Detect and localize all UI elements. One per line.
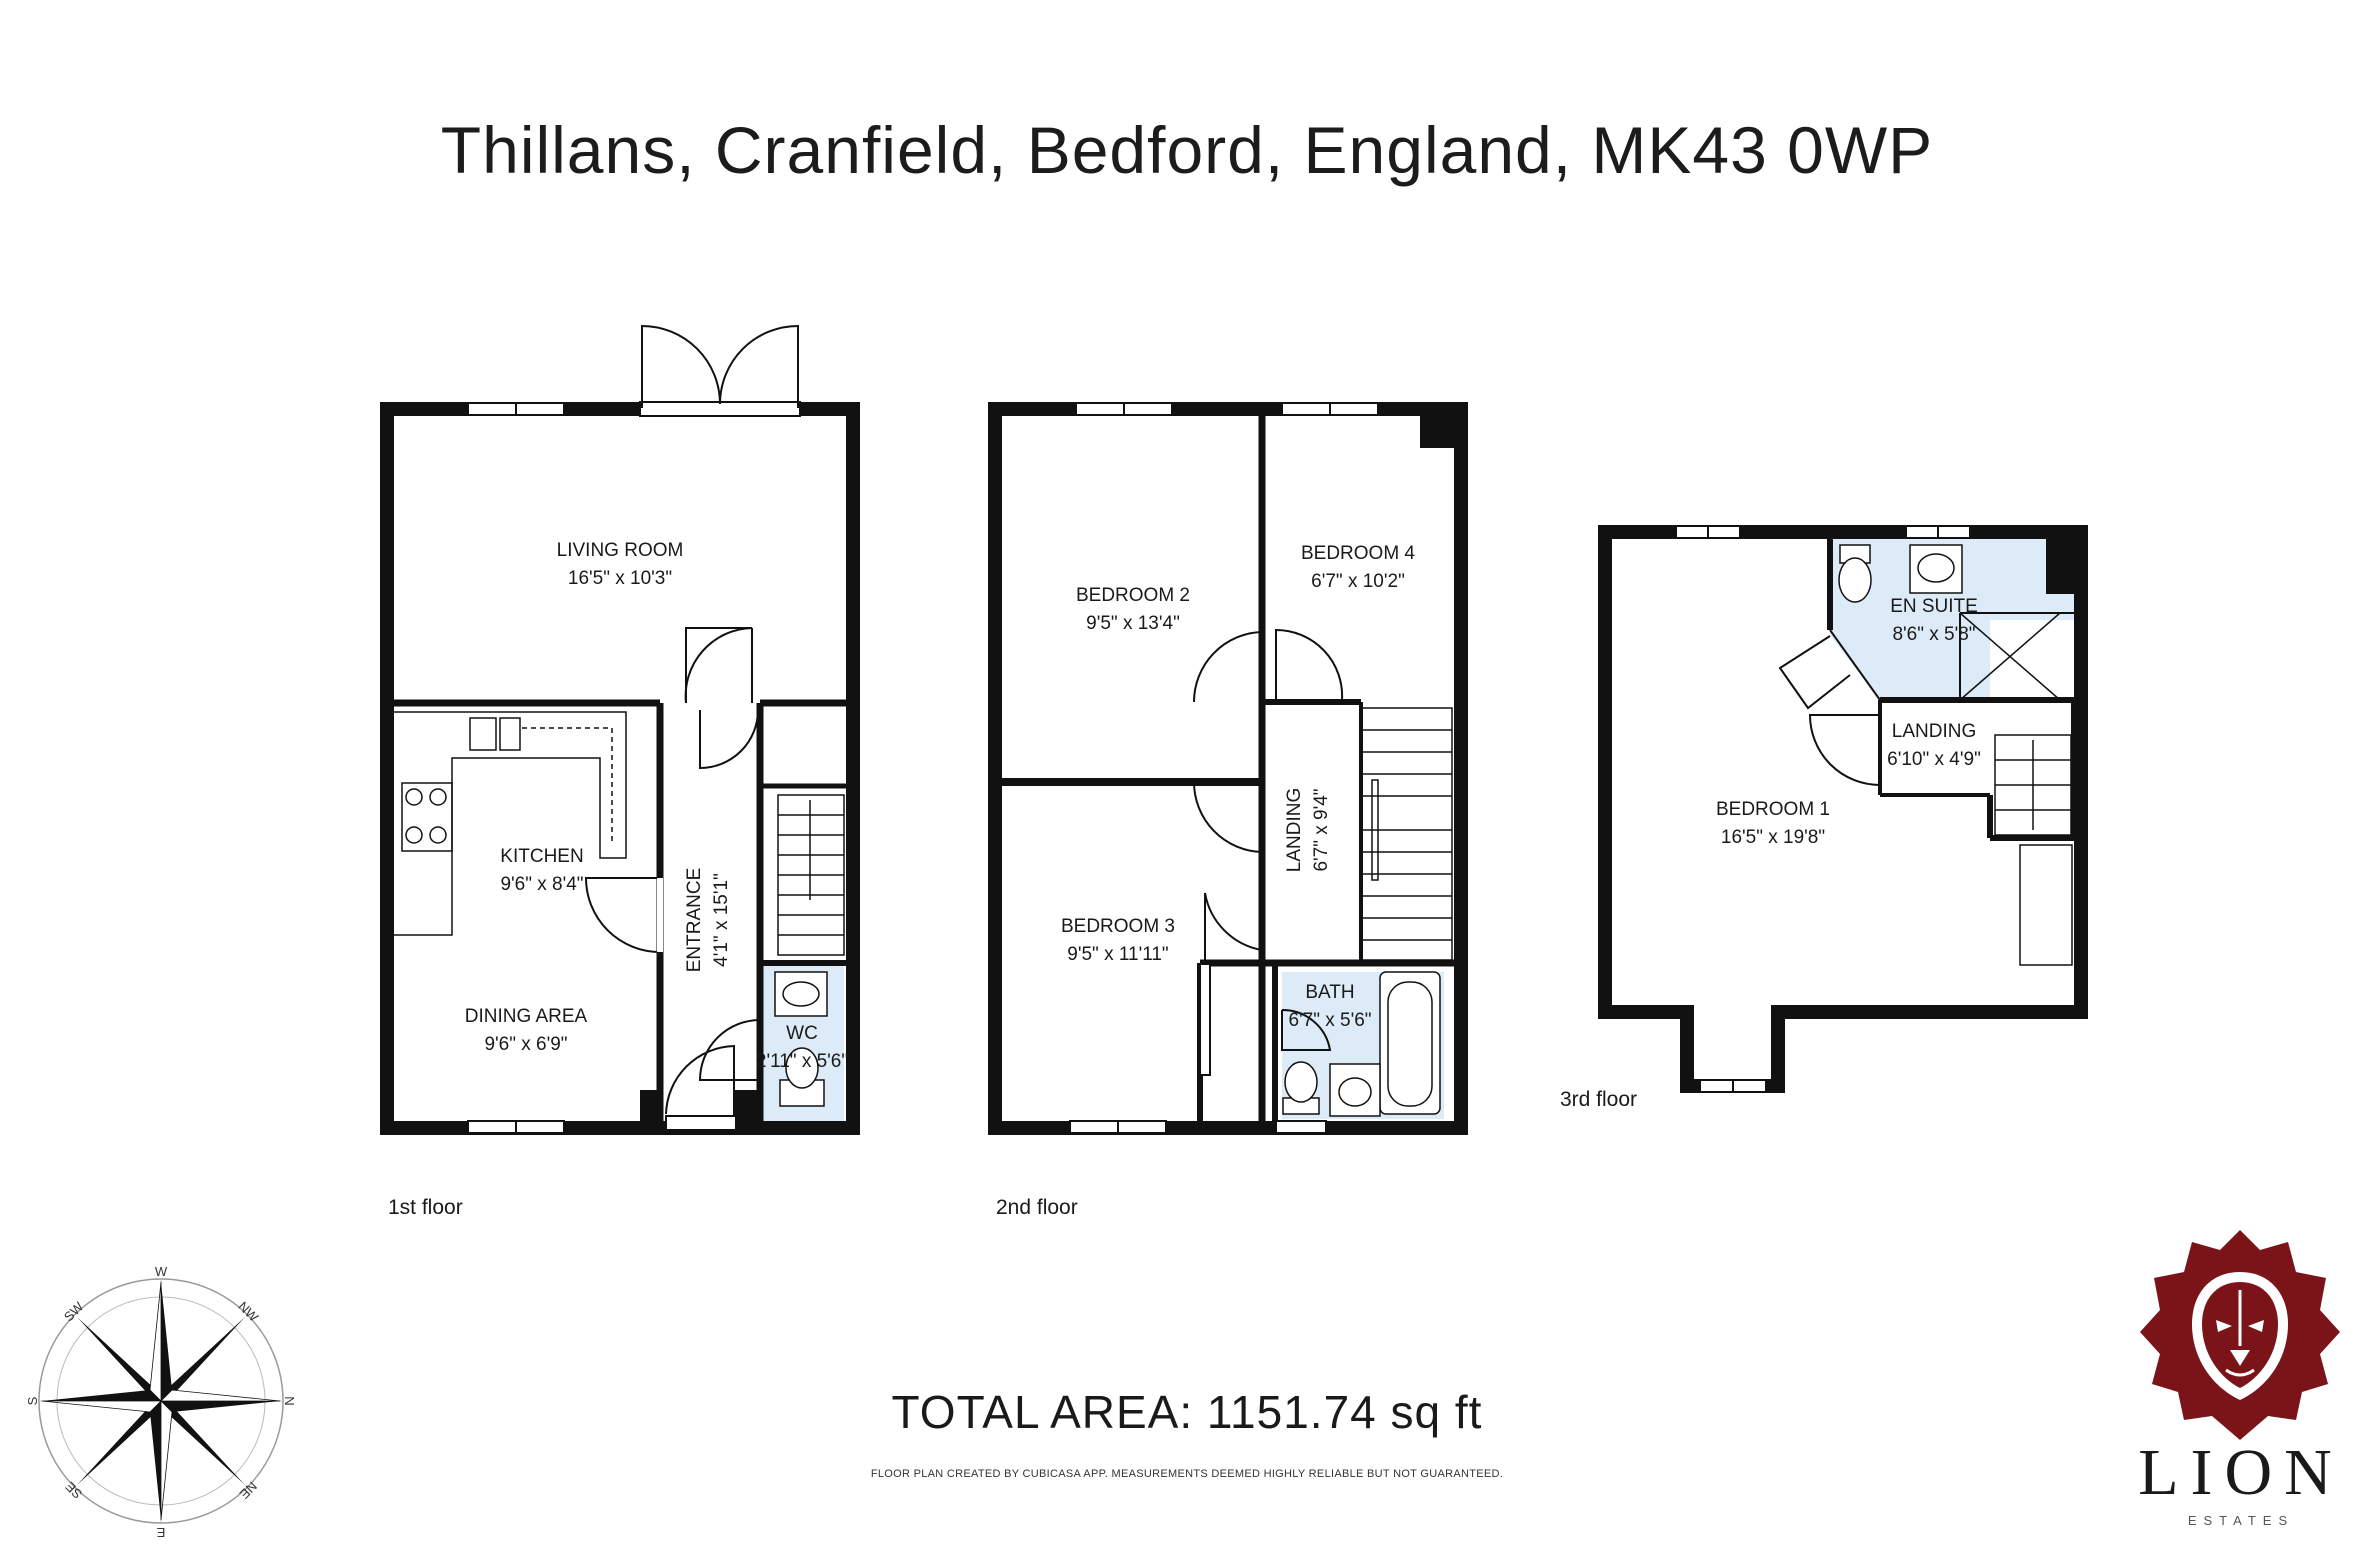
third-floor-outer-wall xyxy=(1598,525,2088,1093)
compass-label-sw: SW xyxy=(61,1298,87,1324)
compass-label-ne: NE xyxy=(236,1479,260,1503)
compass-label-n: N xyxy=(282,1396,297,1405)
bedroom-2-dims: 9'5" x 13'4" xyxy=(1086,613,1180,634)
logo-subtitle: ESTATES xyxy=(2187,1513,2295,1528)
living-room-dims: 16'5" x 10'3" xyxy=(568,568,672,589)
wc-name: WC xyxy=(786,1023,818,1044)
compass-label-se: SE xyxy=(62,1479,85,1502)
bedroom-3-name: BEDROOM 3 xyxy=(1061,916,1175,937)
bath-dims: 6'7" x 5'6" xyxy=(1288,1010,1371,1031)
compass-rose-icon: N NE E SE S SW W NW xyxy=(25,1264,297,1540)
kitchen-name: KITCHEN xyxy=(500,846,583,867)
bedroom-1-name: BEDROOM 1 xyxy=(1716,799,1830,820)
third-floor-plan xyxy=(1598,525,2088,1093)
living-room-name: LIVING ROOM xyxy=(557,540,684,561)
en-suite-dims: 8'6" x 5'8" xyxy=(1892,624,1975,645)
compass-label-s: S xyxy=(25,1396,40,1405)
lion-logo-icon xyxy=(2140,1230,2340,1440)
landing-2-dims: 6'7" x 9'4" xyxy=(1311,788,1332,871)
bedroom-4-name: BEDROOM 4 xyxy=(1301,543,1415,564)
dining-area-dims: 9'6" x 6'9" xyxy=(484,1034,567,1055)
bedroom-1-dims: 16'5" x 19'8" xyxy=(1721,827,1825,848)
bedroom-2-name: BEDROOM 2 xyxy=(1076,585,1190,606)
compass-label-w: W xyxy=(155,1264,168,1279)
first-floor-label: 1st floor xyxy=(388,1196,463,1219)
dining-area-name: DINING AREA xyxy=(465,1006,588,1027)
en-suite-name: EN SUITE xyxy=(1890,596,1978,617)
entrance-dims: 4'1" x 15'1" xyxy=(711,873,732,967)
first-floor-plan xyxy=(380,324,860,1135)
first-floor-outer-wall xyxy=(380,402,860,1135)
entrance-name: ENTRANCE xyxy=(684,868,705,973)
total-area: TOTAL AREA: 1151.74 sq ft xyxy=(891,1386,1483,1438)
landing-2-name: LANDING xyxy=(1284,788,1305,872)
second-floor-plan xyxy=(988,402,1468,1135)
compass-label-nw: NW xyxy=(235,1299,261,1325)
disclaimer: FLOOR PLAN CREATED BY CUBICASA APP. MEAS… xyxy=(870,1468,1504,1480)
second-floor-outer-wall xyxy=(988,402,1468,1135)
bedroom-4-dims: 6'7" x 10'2" xyxy=(1311,571,1405,592)
page-title: Thillans, Cranfield, Bedford, England, M… xyxy=(440,113,1934,187)
wc-dims: 2'11" x 5'6" xyxy=(756,1051,848,1072)
logo-wordmark: LION xyxy=(2138,1436,2344,1509)
second-floor-label: 2nd floor xyxy=(996,1196,1078,1219)
landing-3-name: LANDING xyxy=(1892,721,1976,742)
compass-label-e: E xyxy=(156,1525,165,1540)
bedroom-3-dims: 9'5" x 11'11" xyxy=(1067,944,1168,965)
bath-name: BATH xyxy=(1305,982,1354,1003)
room-labels: LIVING ROOM 16'5" x 10'3" KITCHEN 9'6" x… xyxy=(465,540,1981,1072)
kitchen-dims: 9'6" x 8'4" xyxy=(500,874,583,895)
landing-3-dims: 6'10" x 4'9" xyxy=(1887,749,1981,770)
third-floor-label: 3rd floor xyxy=(1560,1088,1638,1111)
